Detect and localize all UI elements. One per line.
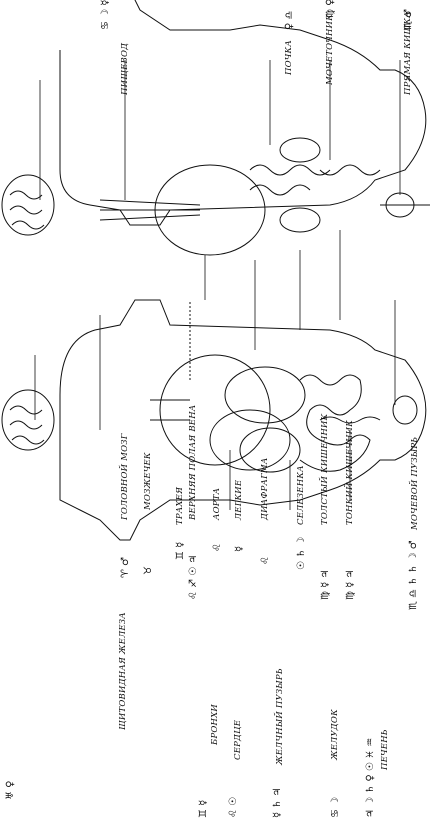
right-brain xyxy=(2,175,54,235)
left-stomach xyxy=(240,428,300,472)
left-intestines xyxy=(300,375,370,471)
label-liver: ПЕЧЕНЬ xyxy=(380,729,390,770)
label-bladder: МОЧЕВОЙ ПУЗЫРЬ xyxy=(410,437,420,530)
label-small-intestine: ТОНКИЙ КИШЕЧНИК xyxy=(345,420,355,525)
label-gallbladder: ЖЕЛЧНЫЙ ПУЗЫРЬ xyxy=(275,668,285,765)
label-ureter: МОЧЕТОЧНИК xyxy=(325,14,335,85)
symbols-cerebellum: ♉ xyxy=(143,566,154,575)
symbols-brain: ♈ ♂ xyxy=(120,557,131,578)
symbols-small-intestine: ♍ ☿ ♃ xyxy=(345,570,356,600)
label-bronchi: БРОНХИ xyxy=(210,704,220,745)
symbols-lungs: ☿ xyxy=(234,546,245,552)
label-thyroid: ЩИТОВИДНАЯ ЖЕЛЕЗА xyxy=(118,612,128,730)
symbols-spleen: ☉ ♄ ☽ xyxy=(296,537,307,570)
symbols-trachea: ♊ ☿ xyxy=(175,542,186,560)
label-esophagus: ПИЩЕВОД xyxy=(120,43,130,95)
left-brain xyxy=(2,390,54,450)
label-aorta: АОРТА xyxy=(212,488,222,520)
symbols-esophagus: ♋ ☽ ☿ xyxy=(100,0,111,30)
symbols-bladder: ♏ ♎ ♄ ♄ ☽ ♂ xyxy=(408,540,419,610)
label-cerebellum: МОЗЖЕЧЕК xyxy=(143,452,153,510)
symbols-large-intestine: ♍ ☿ ♃ xyxy=(320,570,331,600)
label-heart: СЕРДЦЕ xyxy=(233,720,243,760)
label-lungs: ЛЕГКИЕ xyxy=(234,480,244,520)
left-bladder xyxy=(393,396,417,424)
symbols-bronchi: ♊ ☿ xyxy=(198,800,209,818)
right-intestines xyxy=(250,165,330,195)
symbols-stomach: ♋ ☽ xyxy=(330,797,341,818)
right-kidneys xyxy=(280,208,320,232)
right-figure-outline xyxy=(60,0,426,225)
symbols-kidney: ♀ ♎ xyxy=(284,11,295,30)
symbols-aorta: ♌ xyxy=(212,543,223,552)
label-upper-vein: ВЕРХНЯЯ ПОЛАЯ ВЕНА xyxy=(188,405,198,520)
symbols-ureter: ♍ ♀ xyxy=(325,0,336,18)
label-spleen: СЕЛЕЗЕНКА xyxy=(296,465,306,525)
symbols-gallbladder: ☿ ♄ ♃ xyxy=(272,788,283,818)
label-brain: ГОЛОВНОЙ МОЗГ xyxy=(120,433,130,520)
label-large-intestine: ТОЛСТЫЙ КИШЕЧНИК xyxy=(320,414,330,525)
symbols-heart: ♌ ☉ xyxy=(228,797,239,818)
label-stomach: ЖЕЛУДОК xyxy=(330,709,340,760)
label-kidney: ПОЧКА xyxy=(284,40,294,75)
left-liver xyxy=(225,367,305,423)
label-diaphragm: ДИАФРАГМА xyxy=(260,457,270,520)
symbols-diaphragm: ♌ xyxy=(260,556,271,565)
symbols-upper-vein: ♌ ♐ ☉ ♃ xyxy=(188,555,199,600)
symbols-liver: ♃ ☽ ♄ ♀ ☉ ♓ ♒ xyxy=(365,738,376,818)
symbols-thyroid: ♅ ♀ xyxy=(5,781,16,800)
symbols-rectum: ♏ ♂ xyxy=(403,9,414,30)
label-trachea: ТРАХЕЯ xyxy=(175,487,185,525)
